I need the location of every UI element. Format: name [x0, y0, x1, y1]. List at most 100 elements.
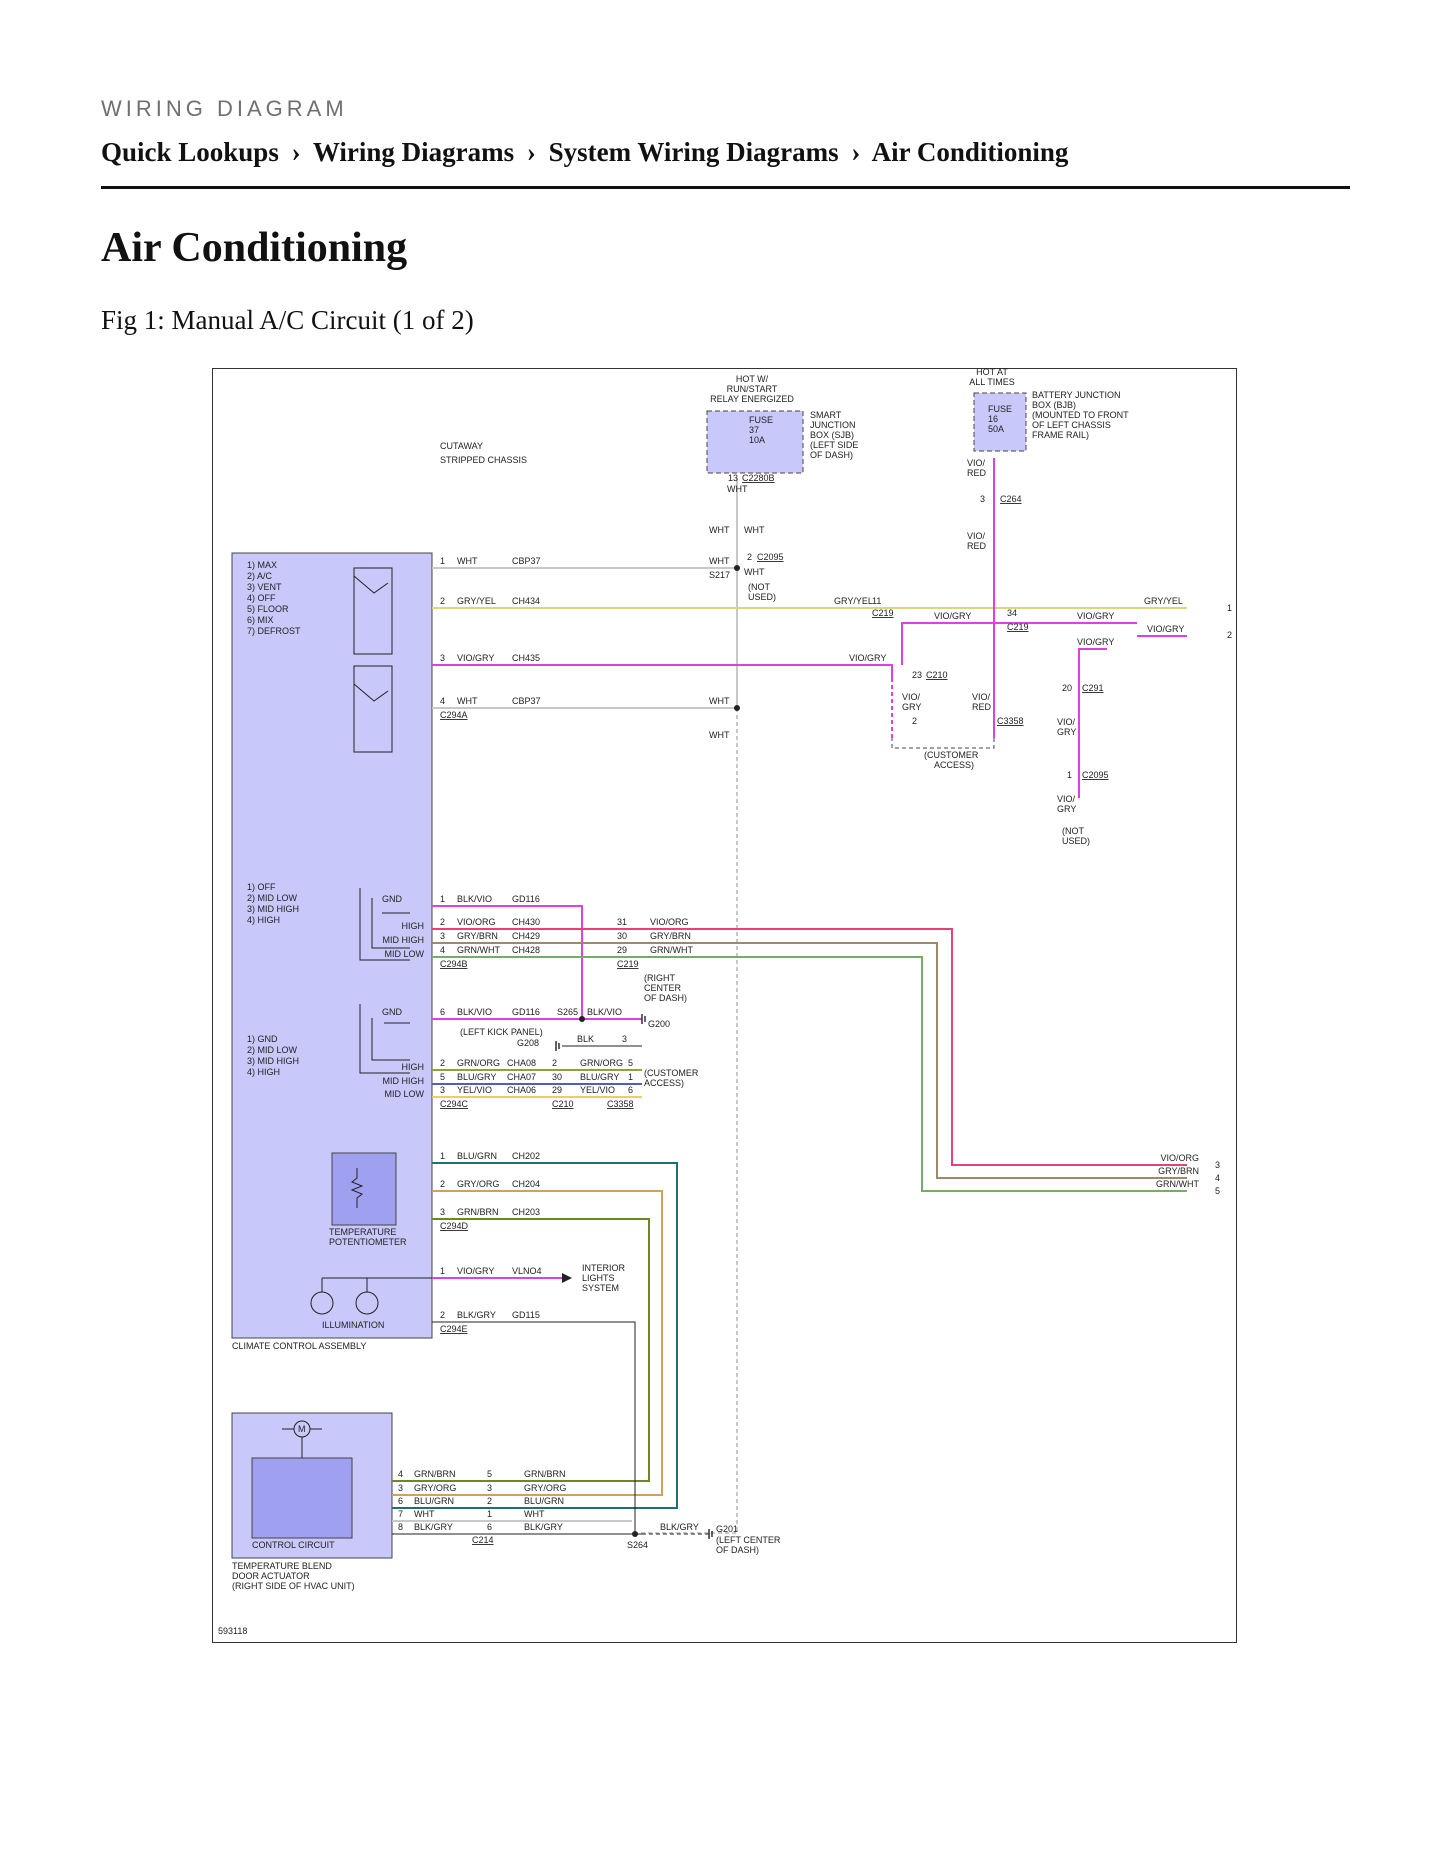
- customer-access-2a: (CUSTOMER: [644, 1068, 699, 1078]
- bjb-fuse-rating: 50A: [988, 424, 1004, 434]
- figure-caption: Fig 1: Manual A/C Circuit (1 of 2): [101, 305, 474, 335]
- vio-gry-c291-2: GRY: [1057, 727, 1076, 737]
- sjb-desc-1: SMART: [810, 410, 842, 420]
- illum-wire-1-pin: 1: [440, 1266, 445, 1276]
- connector-c219-bottom: C219: [617, 959, 639, 969]
- blower2-wire-1-pin: 6: [440, 1007, 445, 1017]
- act-wire-2-pin2: 3: [487, 1483, 492, 1493]
- sjb-hot-label-1: HOT W/: [736, 374, 769, 384]
- sjb-desc-2: JUNCTION: [810, 420, 856, 430]
- right-out-1-color: VIO/ORG: [1160, 1153, 1199, 1163]
- blower2-list-3: 3) MID HIGH: [247, 1056, 299, 1066]
- connector-c2280b: C2280B: [742, 473, 775, 483]
- illumination-label: ILLUMINATION: [322, 1320, 384, 1330]
- mode-list-1: 1) MAX: [247, 560, 277, 570]
- vio-gry-c291-1: VIO/: [1057, 717, 1076, 727]
- pot-wire-2-circuit: CH204: [512, 1179, 540, 1189]
- left-kick-panel: (LEFT KICK PANEL): [460, 1027, 543, 1037]
- customer-access-1b: ACCESS): [934, 760, 974, 770]
- wire-label-vio-gry-b: VIO/GRY: [1077, 611, 1114, 621]
- mode-list-4: 4) OFF: [247, 593, 276, 603]
- blower1-list-3: 3) MID HIGH: [247, 904, 299, 914]
- bjb-hot-label-2: ALL TIMES: [969, 377, 1015, 387]
- climate-wire-3-circuit: CH435: [512, 653, 540, 663]
- blower2-high: HIGH: [402, 1062, 425, 1072]
- splice-s217: S217: [709, 570, 730, 580]
- bjb-box: [973, 392, 1027, 452]
- c219-wire-2-pin: 30: [617, 931, 627, 941]
- splice-s265: S265: [557, 1007, 578, 1017]
- temp-pot-label-1: TEMPERATURE: [329, 1227, 396, 1237]
- c3358-pin-3: 3: [622, 1034, 627, 1044]
- act-wire-3-pin: 6: [398, 1496, 403, 1506]
- wire-label-vio-gry-e: VIO/GRY: [849, 653, 886, 663]
- act-wire-1-pin: 4: [398, 1469, 403, 1479]
- bjb-hot-label-1: HOT AT: [976, 368, 1008, 377]
- not-used-1a: (NOT: [748, 582, 770, 592]
- c210-wire-3-pin2: 6: [628, 1085, 633, 1095]
- connector-c264: C264: [1000, 494, 1022, 504]
- breadcrumb-system-wiring-diagrams[interactable]: System Wiring Diagrams: [548, 137, 839, 167]
- pot-wire-3-color: GRN/BRN: [457, 1207, 499, 1217]
- connector-c2095-top: C2095: [757, 552, 784, 562]
- bjb-desc-5: FRAME RAIL): [1032, 430, 1089, 440]
- blower2-wire-3-circuit: CHA07: [507, 1072, 536, 1082]
- mode-list-3: 3) VENT: [247, 582, 282, 592]
- blower1-wire-2-color: VIO/ORG: [457, 917, 496, 927]
- wire-label-blk-vio: BLK/VIO: [587, 1007, 622, 1017]
- blower2-wire-3-pin: 5: [440, 1072, 445, 1082]
- temperature-potentiometer-box: [331, 1152, 397, 1226]
- pot-wire-1-pin: 1: [440, 1151, 445, 1161]
- act-wire-2-color: GRY/ORG: [414, 1483, 456, 1493]
- c3358-pin-2: 2: [912, 716, 917, 726]
- breadcrumb-quick-lookups[interactable]: Quick Lookups: [101, 137, 279, 167]
- c210-wire-1-pin: 2: [552, 1058, 557, 1068]
- act-wire-5-color2: BLK/GRY: [524, 1522, 563, 1532]
- blower1-wire-4-color: GRN/WHT: [457, 945, 500, 955]
- blower2-wire-1-circuit: GD116: [512, 1007, 540, 1017]
- sjb-fuse-number: 37: [749, 425, 759, 435]
- blower1-list-4: 4) HIGH: [247, 915, 280, 925]
- breadcrumb-separator: ›: [526, 137, 536, 167]
- interior-lights-1: INTERIOR: [582, 1263, 626, 1273]
- sjb-pin-13: 13: [728, 473, 738, 483]
- not-used-1b: USED): [748, 592, 776, 602]
- mode-list-6: 6) MIX: [247, 615, 274, 625]
- connector-c3358-bottom: C3358: [607, 1099, 634, 1109]
- wire-vio-gry-c291: [1078, 648, 1107, 798]
- wire-label-wht-d: WHT: [744, 567, 765, 577]
- blower1-wire-3-color: GRY/BRN: [457, 931, 498, 941]
- vio-gry-left-2: GRY: [902, 702, 921, 712]
- connector-c210-bottom: C210: [552, 1099, 574, 1109]
- splice-dots: [579, 565, 740, 1537]
- c291-pin-20: 20: [1062, 683, 1072, 693]
- connector-c294d: C294D: [440, 1221, 469, 1231]
- breadcrumb-separator: ›: [851, 137, 861, 167]
- act-wire-4-pin2: 1: [487, 1509, 492, 1519]
- sjb-hot-label-3: RELAY ENERGIZED: [710, 394, 794, 404]
- wire-label-wht-c: WHT: [709, 556, 730, 566]
- wiring-diagram-svg: CUTAWAY STRIPPED CHASSIS HOT W/ RUN/STAR…: [212, 367, 1237, 1643]
- pot-wire-1-circuit: CH202: [512, 1151, 540, 1161]
- mode-list-2: 2) A/C: [247, 571, 273, 581]
- connector-c294c: C294C: [440, 1099, 469, 1109]
- interior-lights-2: LIGHTS: [582, 1273, 615, 1283]
- potentiometer-resistor: [350, 1168, 364, 1208]
- blower1-wire-2-pin: 2: [440, 917, 445, 927]
- blower1-mid-high: MID HIGH: [383, 935, 425, 945]
- blower2-wire-2-color: GRN/ORG: [457, 1058, 500, 1068]
- right-out-3-color: GRN/WHT: [1156, 1179, 1199, 1189]
- breadcrumb-air-conditioning[interactable]: Air Conditioning: [871, 137, 1069, 167]
- wire-label-vio-gry-c: VIO/GRY: [1147, 624, 1184, 634]
- c219-pin-34: 34: [1007, 608, 1017, 618]
- right-out-1-pin: 3: [1215, 1160, 1220, 1170]
- interior-lights-3: SYSTEM: [582, 1283, 619, 1293]
- customer-access-2b: ACCESS): [644, 1078, 684, 1088]
- wire-label-gry-yel-out: GRY/YEL: [1144, 596, 1183, 606]
- blower2-gnd: GND: [382, 1007, 403, 1017]
- breadcrumb-wiring-diagrams[interactable]: Wiring Diagrams: [312, 137, 515, 167]
- right-out-2-color: GRY/BRN: [1158, 1166, 1199, 1176]
- mode-switch-symbol: [353, 567, 393, 753]
- act-wire-5-pin2: 6: [487, 1522, 492, 1532]
- wire-label-wht-e: WHT: [709, 696, 730, 706]
